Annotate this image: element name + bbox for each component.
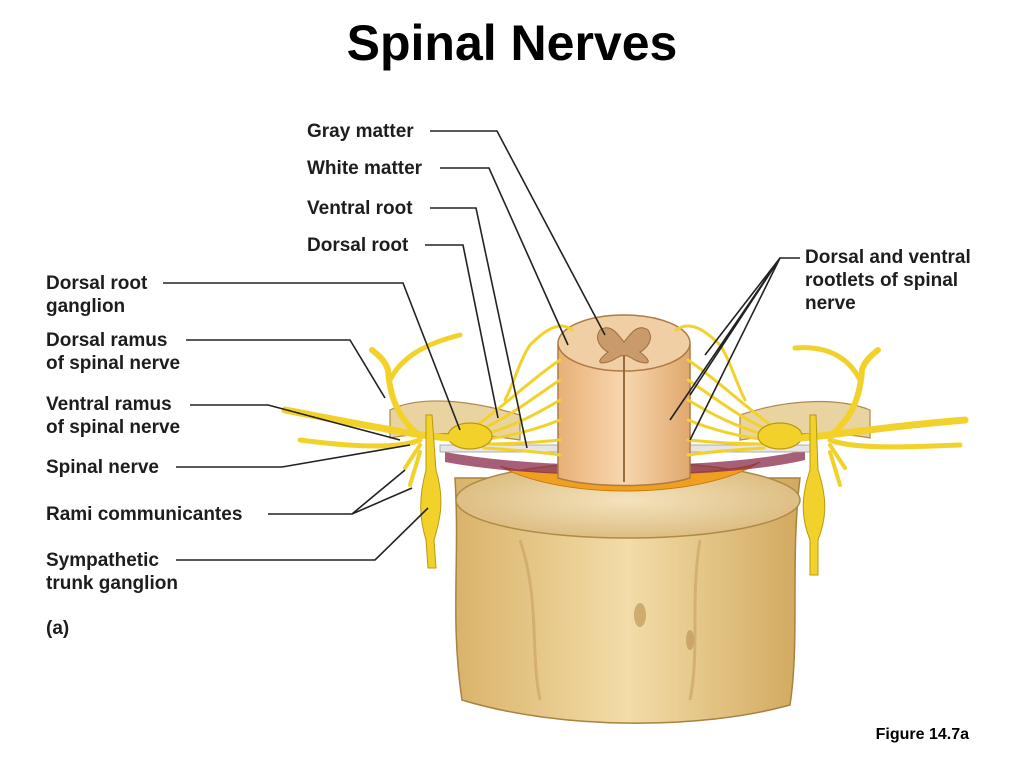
leader-gray-matter [430, 130, 606, 336]
label-dorsal-ramus: Dorsal ramus of spinal nerve [46, 330, 181, 374]
label-dorsal-root-ganglion: Dorsal root ganglion [46, 273, 148, 317]
leader-dorsal-root [425, 244, 499, 419]
label-ventral-ramus: Ventral ramus of spinal nerve [46, 394, 181, 438]
leader-ventral-root [430, 207, 528, 449]
sympathetic-trunks [420, 414, 826, 576]
label-sympathetic-trunk-ganglion: Sympathetic trunk ganglion [46, 550, 178, 594]
vertebral-body [454, 461, 801, 724]
label-ventral-root: Ventral root [307, 198, 413, 219]
figure-caption: Figure 14.7a [875, 726, 969, 743]
leader-ventral-ramus [190, 404, 401, 441]
label-gray-matter: Gray matter [307, 121, 414, 142]
spinal-cord [557, 314, 691, 487]
gray-matter-shape [597, 327, 651, 364]
leader-lines [163, 130, 800, 561]
leader-rootlets [669, 257, 800, 441]
leader-spinal-nerve [176, 444, 411, 468]
leader-dorsal-ramus [186, 339, 386, 399]
slide-title: Spinal Nerves [346, 15, 678, 71]
panel-letter: (a) [46, 618, 70, 639]
leader-rami [268, 469, 413, 515]
label-white-matter: White matter [307, 158, 423, 179]
label-dorsal-root: Dorsal root [307, 235, 409, 256]
label-rootlets: Dorsal and ventral rootlets of spinal ne… [805, 247, 971, 314]
label-rami-communicantes: Rami communicantes [46, 504, 243, 525]
leader-sympathetic [176, 507, 429, 561]
label-spinal-nerve: Spinal nerve [46, 457, 159, 478]
leader-white-matter [440, 167, 569, 346]
leader-drg [163, 282, 461, 431]
